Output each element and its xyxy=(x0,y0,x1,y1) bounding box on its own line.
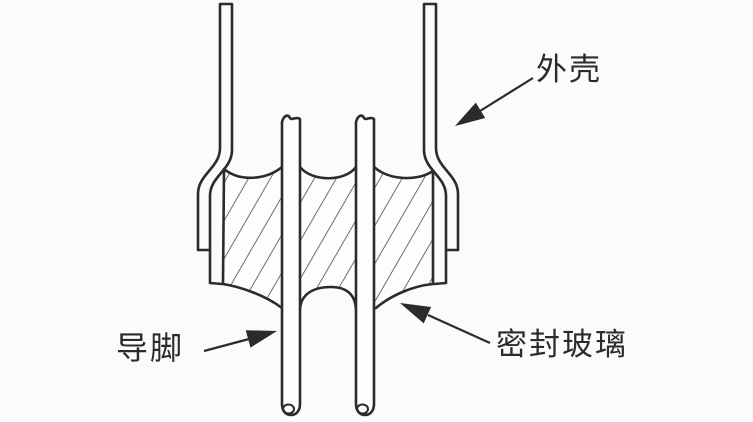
shell-left-wall xyxy=(196,2,234,286)
lead-label: 导脚 xyxy=(116,330,185,366)
shell-arrow xyxy=(455,77,534,126)
pin-tip-left xyxy=(282,403,295,415)
glass-label: 密封玻璃 xyxy=(496,327,628,362)
lead-pin-left xyxy=(280,114,302,417)
pin-tip-right xyxy=(356,403,369,415)
shell-label: 外壳 xyxy=(536,52,602,87)
glass-arrow xyxy=(400,303,491,345)
lead-pin-right xyxy=(354,114,376,417)
lead-arrow xyxy=(203,330,277,353)
sealing-glass-body xyxy=(221,165,435,311)
shell-right-wall xyxy=(422,2,460,286)
